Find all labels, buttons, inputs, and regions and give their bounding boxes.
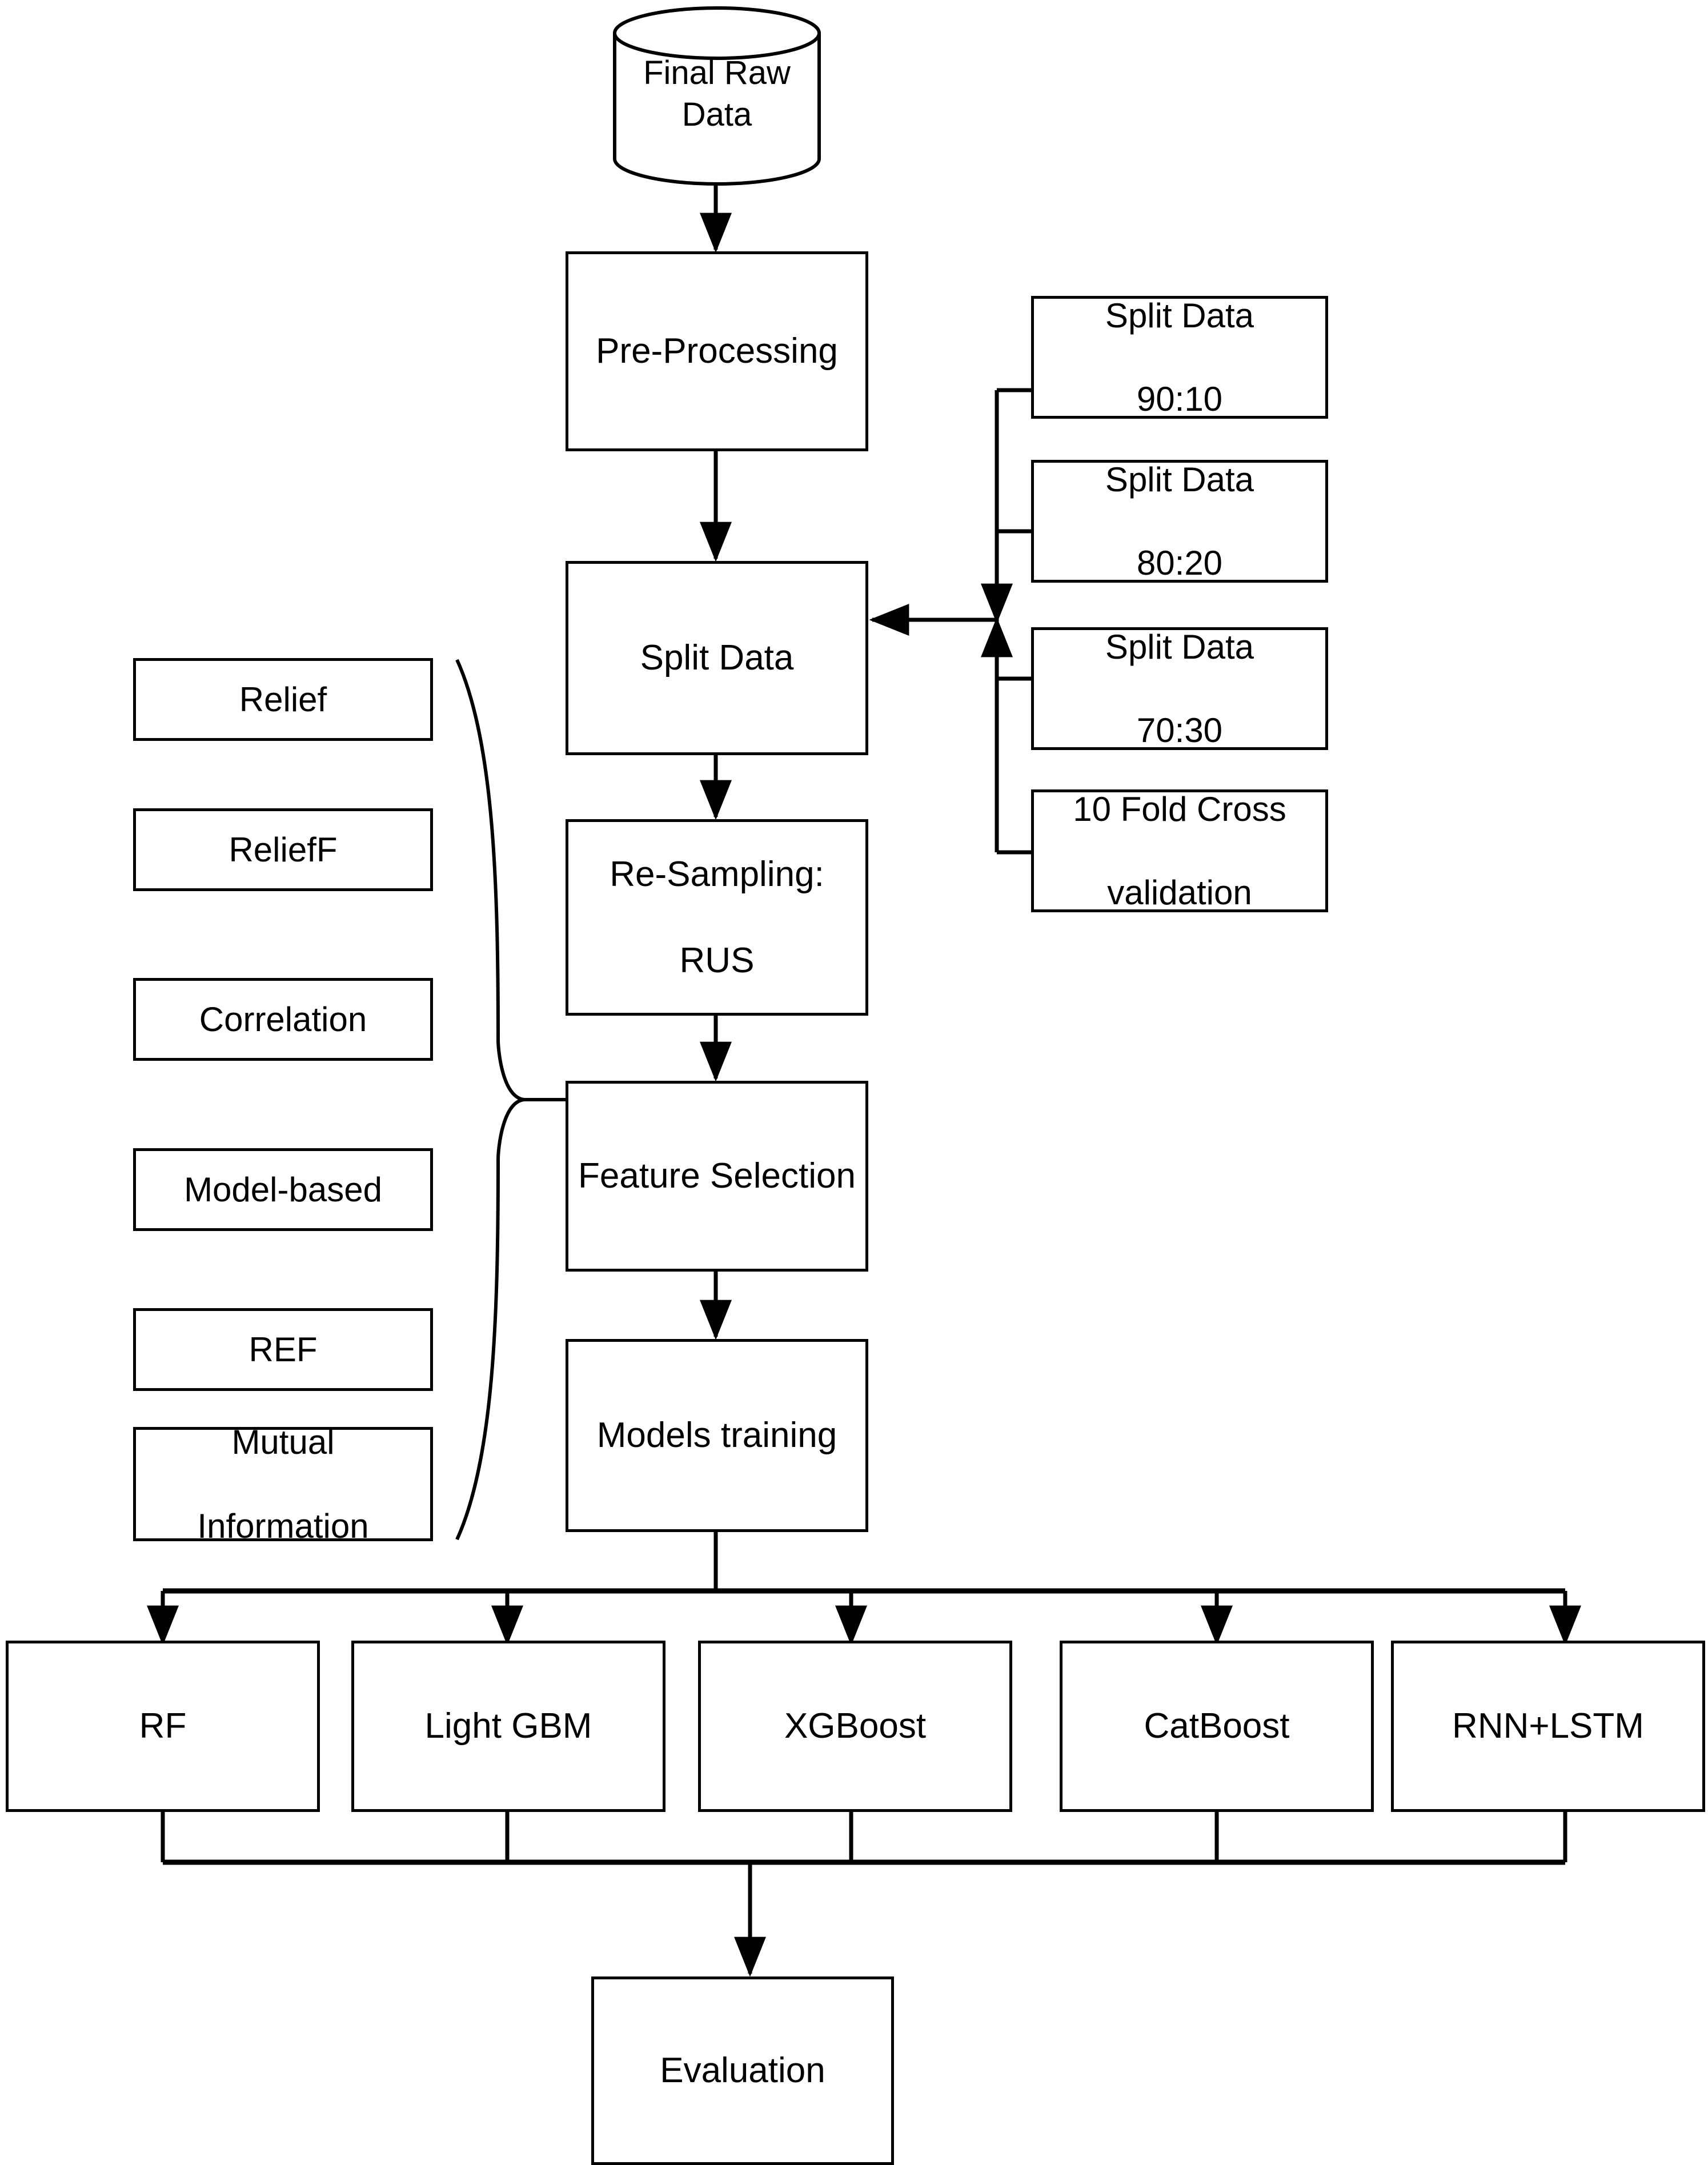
final-raw-data-cylinder [613,6,821,186]
split-option-90-10-label: Split Data 90:10 [1094,295,1265,420]
brace-feature-methods [455,659,525,1541]
node-model-xgboost[interactable]: XGBoost [698,1641,1012,1812]
feature-method-mutual-information-label: Mutual Information [186,1421,380,1547]
model-rf-label: RF [139,1706,187,1746]
model-rnn-lstm-label: RNN+LSTM [1452,1706,1644,1746]
re-sampling-label: Re-Sampling: RUS [598,853,836,983]
split-data-label: Split Data [640,638,794,678]
split-option-cv-label: 10 Fold Cross validation [1061,788,1297,914]
split-option-70-30-line2: 70:30 [1136,711,1223,750]
feature-method-mi-line2: Information [197,1506,369,1545]
node-model-rf[interactable]: RF [6,1641,320,1812]
feature-method-mi-line1: Mutual [231,1423,335,1462]
split-option-cv-line1: 10 Fold Cross [1073,789,1286,828]
feature-selection-label: Feature Selection [578,1156,856,1196]
final-raw-data-line1: Final Raw [643,54,791,91]
evaluation-label: Evaluation [660,2051,825,2091]
re-sampling-line2: RUS [679,940,755,980]
feature-method-model-based-label: Model-based [184,1170,382,1209]
split-option-70-30-line1: Split Data [1105,627,1254,666]
feature-method-ref-label: REF [248,1330,318,1369]
node-models-training[interactable]: Models training [566,1339,868,1532]
split-option-80-20-line1: Split Data [1105,460,1254,499]
feature-method-relief-label: Relief [239,680,327,719]
model-xgboost-label: XGBoost [784,1706,927,1746]
node-model-rnn-lstm[interactable]: RNN+LSTM [1391,1641,1705,1812]
split-option-70-30-label: Split Data 70:30 [1094,626,1265,752]
final-raw-data-line2: Data [681,95,752,133]
re-sampling-line1: Re-Sampling: [610,854,824,894]
split-option-90-10-line2: 90:10 [1136,380,1223,419]
node-feature-method-relief[interactable]: Relief [133,658,433,741]
split-option-80-20-line2: 80:20 [1136,544,1223,583]
node-split-option-90-10[interactable]: Split Data 90:10 [1031,296,1328,419]
node-feature-method-mutual-information[interactable]: Mutual Information [133,1423,433,1545]
model-catboost-label: CatBoost [1144,1706,1290,1746]
feature-method-relieff-label: ReliefF [228,830,338,869]
feature-method-correlation-label: Correlation [199,1000,367,1039]
split-option-cv-line2: validation [1107,873,1252,912]
node-split-option-cross-validation[interactable]: 10 Fold Cross validation [1031,789,1328,912]
node-re-sampling[interactable]: Re-Sampling: RUS [566,819,868,1016]
node-split-option-80-20[interactable]: Split Data 80:20 [1031,460,1328,583]
final-raw-data-label: Final Raw Data [611,53,823,135]
node-feature-method-ref[interactable]: REF [133,1308,433,1391]
node-model-light-gbm[interactable]: Light GBM [351,1641,665,1812]
node-feature-method-correlation[interactable]: Correlation [133,978,433,1061]
node-split-option-70-30[interactable]: Split Data 70:30 [1031,627,1328,750]
node-model-catboost[interactable]: CatBoost [1060,1641,1374,1812]
pre-processing-label: Pre-Processing [596,331,838,371]
node-feature-method-model-based[interactable]: Model-based [133,1148,433,1231]
split-option-80-20-label: Split Data 80:20 [1094,459,1265,584]
node-split-data[interactable]: Split Data [566,561,868,755]
models-training-label: Models training [596,1416,837,1456]
node-feature-method-relieff[interactable]: ReliefF [133,808,433,891]
split-option-90-10-line1: Split Data [1105,296,1254,335]
node-pre-processing[interactable]: Pre-Processing [566,251,868,451]
model-light-gbm-label: Light GBM [424,1706,592,1746]
node-evaluation[interactable]: Evaluation [591,1976,894,2165]
node-feature-selection[interactable]: Feature Selection [566,1081,868,1272]
